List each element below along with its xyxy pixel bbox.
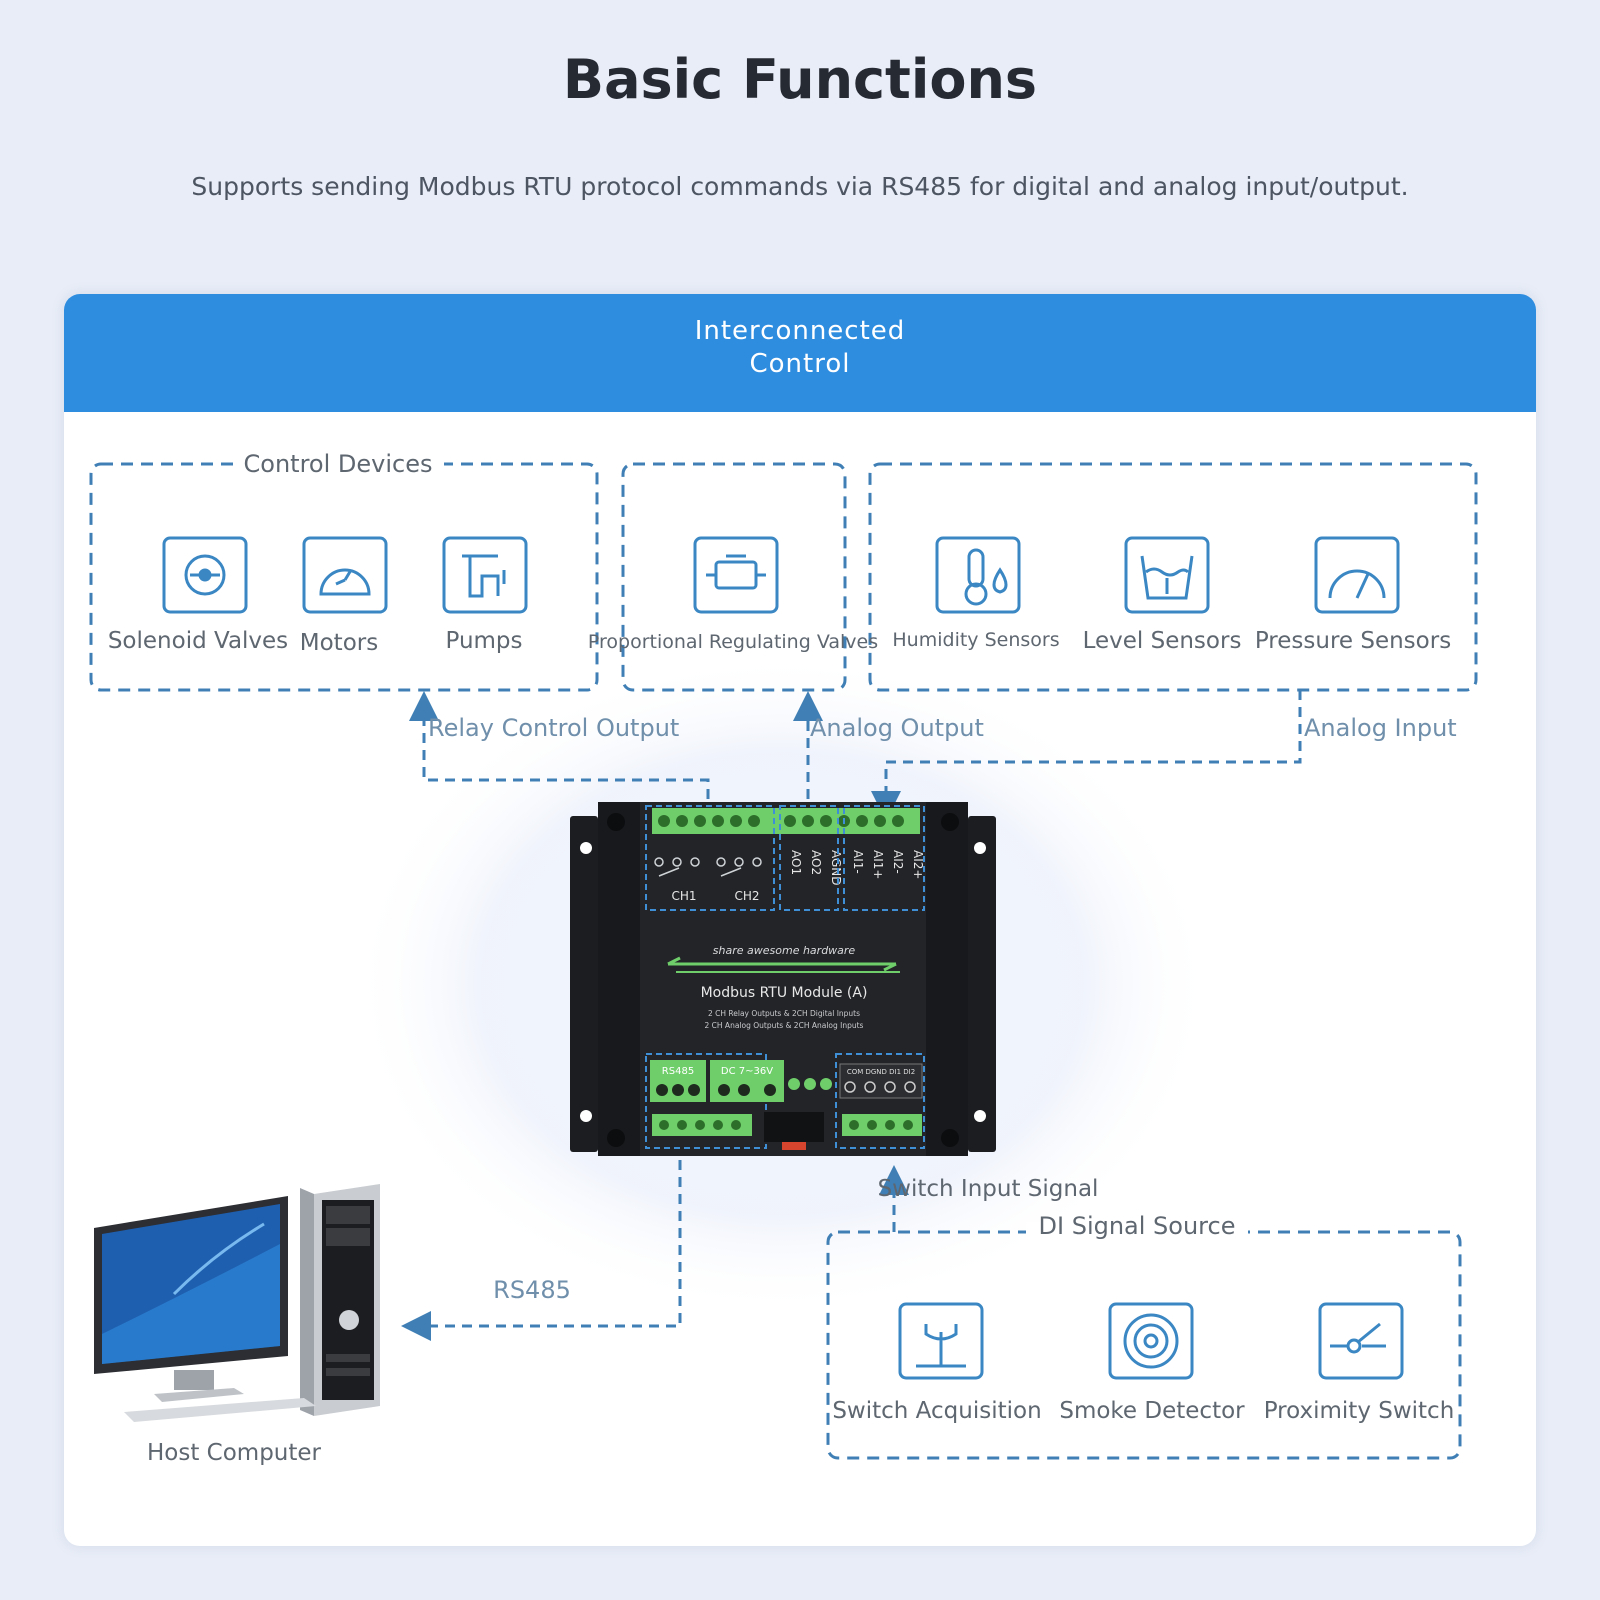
page-title: Basic Functions xyxy=(562,48,1038,111)
host-computer-label: Host Computer xyxy=(147,1440,322,1466)
humidity-sensors-label: Humidity Sensors xyxy=(892,629,1059,651)
module-brand: share awesome hardware xyxy=(713,944,856,957)
switch-input-signal-label: Switch Input Signal xyxy=(878,1176,1099,1202)
pump-icon xyxy=(442,536,528,614)
rs485-label: RS485 xyxy=(493,1276,571,1304)
rs485-port-label: RS485 xyxy=(662,1066,694,1077)
level-sensor-icon xyxy=(1124,536,1210,614)
host-computer-icon xyxy=(94,1184,380,1422)
module-desc-2: 2 CH Analog Outputs & 2CH Analog Inputs xyxy=(705,1021,864,1030)
banner: Interconnected Control xyxy=(64,294,1536,412)
humidity-sensor-icon xyxy=(935,536,1021,614)
page-subtitle: Supports sending Modbus RTU protocol com… xyxy=(191,172,1409,201)
pressure-sensors-label: Pressure Sensors xyxy=(1255,628,1451,654)
proportional-valve-icon xyxy=(693,536,779,614)
diagram-card: Interconnected Control Control Devices xyxy=(64,294,1536,1546)
analog-output-box xyxy=(621,462,847,692)
pumps-label: Pumps xyxy=(445,628,522,654)
modbus-module: CH1 CH2 AO1 AO2 AGND AI1- AI1+ AI2- AI2+ xyxy=(570,802,996,1156)
solenoid-valves-label: Solenoid Valves xyxy=(108,628,288,654)
pressure-sensor-icon xyxy=(1314,536,1400,614)
relay-control-output-label: Relay Control Output xyxy=(428,714,679,742)
pin-ao2: AO2 xyxy=(809,850,823,875)
pin-ai1-minus: AI1- xyxy=(851,850,865,874)
di-pins-label: COM DGND DI1 DI2 xyxy=(847,1068,915,1076)
relay-output-connector xyxy=(409,691,710,816)
ch2-label: CH2 xyxy=(734,889,759,903)
diagram-canvas: Control Devices DI Signal Source xyxy=(89,450,1478,1466)
motor-icon xyxy=(302,536,388,614)
pin-ai2-minus: AI2- xyxy=(891,850,905,874)
solenoid-valve-icon xyxy=(162,536,248,614)
motors-label: Motors xyxy=(300,630,378,656)
di-signal-source-label: DI Signal Source xyxy=(1039,1212,1236,1240)
analog-output-label: Analog Output xyxy=(810,714,984,742)
analog-input-label: Analog Input xyxy=(1304,714,1457,742)
control-devices-box xyxy=(89,462,599,692)
level-sensors-label: Level Sensors xyxy=(1083,628,1242,654)
ch1-label: CH1 xyxy=(671,889,696,903)
pin-agnd: AGND xyxy=(829,850,843,886)
control-devices-label: Control Devices xyxy=(244,450,433,478)
pin-ao1: AO1 xyxy=(789,850,803,875)
pin-ai1-plus: AI1+ xyxy=(871,850,885,879)
banner-line-1: Interconnected xyxy=(694,316,906,346)
rs485-connector xyxy=(401,1160,682,1341)
banner-line-2: Control xyxy=(749,349,851,379)
proximity-switch-icon xyxy=(1318,1302,1404,1380)
analog-input-connector xyxy=(871,690,1302,821)
smoke-detector-label: Smoke Detector xyxy=(1059,1398,1245,1424)
proportional-valves-label: Proportional Regulating Valves xyxy=(588,631,878,653)
switch-acquisition-label: Switch Acquisition xyxy=(832,1398,1041,1424)
analog-sensors-box xyxy=(868,462,1478,692)
module-desc-1: 2 CH Relay Outputs & 2CH Digital Inputs xyxy=(708,1009,860,1018)
module-name: Modbus RTU Module (A) xyxy=(701,985,868,1001)
pin-ai2-plus: AI2+ xyxy=(911,850,925,879)
smoke-detector-icon xyxy=(1108,1302,1194,1380)
switch-acquisition-icon xyxy=(898,1302,984,1380)
proximity-switch-label: Proximity Switch xyxy=(1264,1398,1455,1424)
power-port-label: DC 7~36V xyxy=(721,1066,773,1077)
